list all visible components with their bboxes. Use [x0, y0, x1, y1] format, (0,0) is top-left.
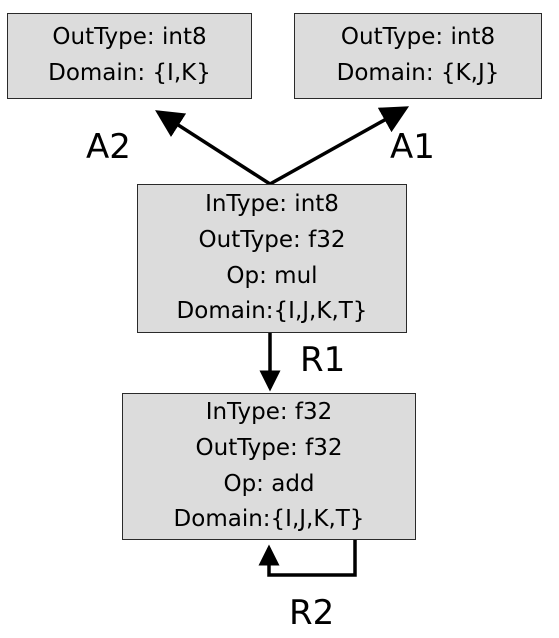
edge-label-r1: R1	[300, 340, 346, 380]
edge-a2-line	[155, 110, 271, 186]
node-a2: OutType: int8 Domain: {I,K}	[7, 13, 252, 99]
node-mul-domain: Domain:{I,J,K,T}	[176, 298, 368, 325]
node-a1: OutType: int8 Domain: {K,J}	[294, 13, 542, 99]
edge-label-a2: A2	[86, 127, 131, 167]
edge-label-a1: A1	[390, 127, 435, 167]
edge-label-r2: R2	[289, 593, 335, 633]
node-a2-domain: Domain: {I,K}	[48, 60, 211, 86]
node-a1-outtype: OutType: int8	[340, 24, 496, 51]
node-a1-domain: Domain: {K,J}	[336, 60, 500, 86]
node-mul-op: Op: mul	[226, 262, 318, 289]
node-mul-outtype: OutType: f32	[198, 226, 346, 253]
node-mul: InType: int8 OutType: f32 Op: mul Domain…	[137, 184, 407, 333]
node-add-domain: Domain:{I,J,K,T}	[173, 506, 365, 533]
edge-a1-line	[269, 106, 410, 186]
edge-r2-loop	[258, 540, 357, 577]
node-add-outtype: OutType: f32	[195, 434, 343, 461]
node-add-intype: InType: f32	[205, 399, 333, 426]
node-a2-outtype: OutType: int8	[52, 24, 207, 51]
node-mul-intype: InType: int8	[205, 191, 339, 218]
node-add: InType: f32 OutType: f32 Op: add Domain:…	[122, 393, 416, 540]
node-add-op: Op: add	[223, 470, 315, 497]
